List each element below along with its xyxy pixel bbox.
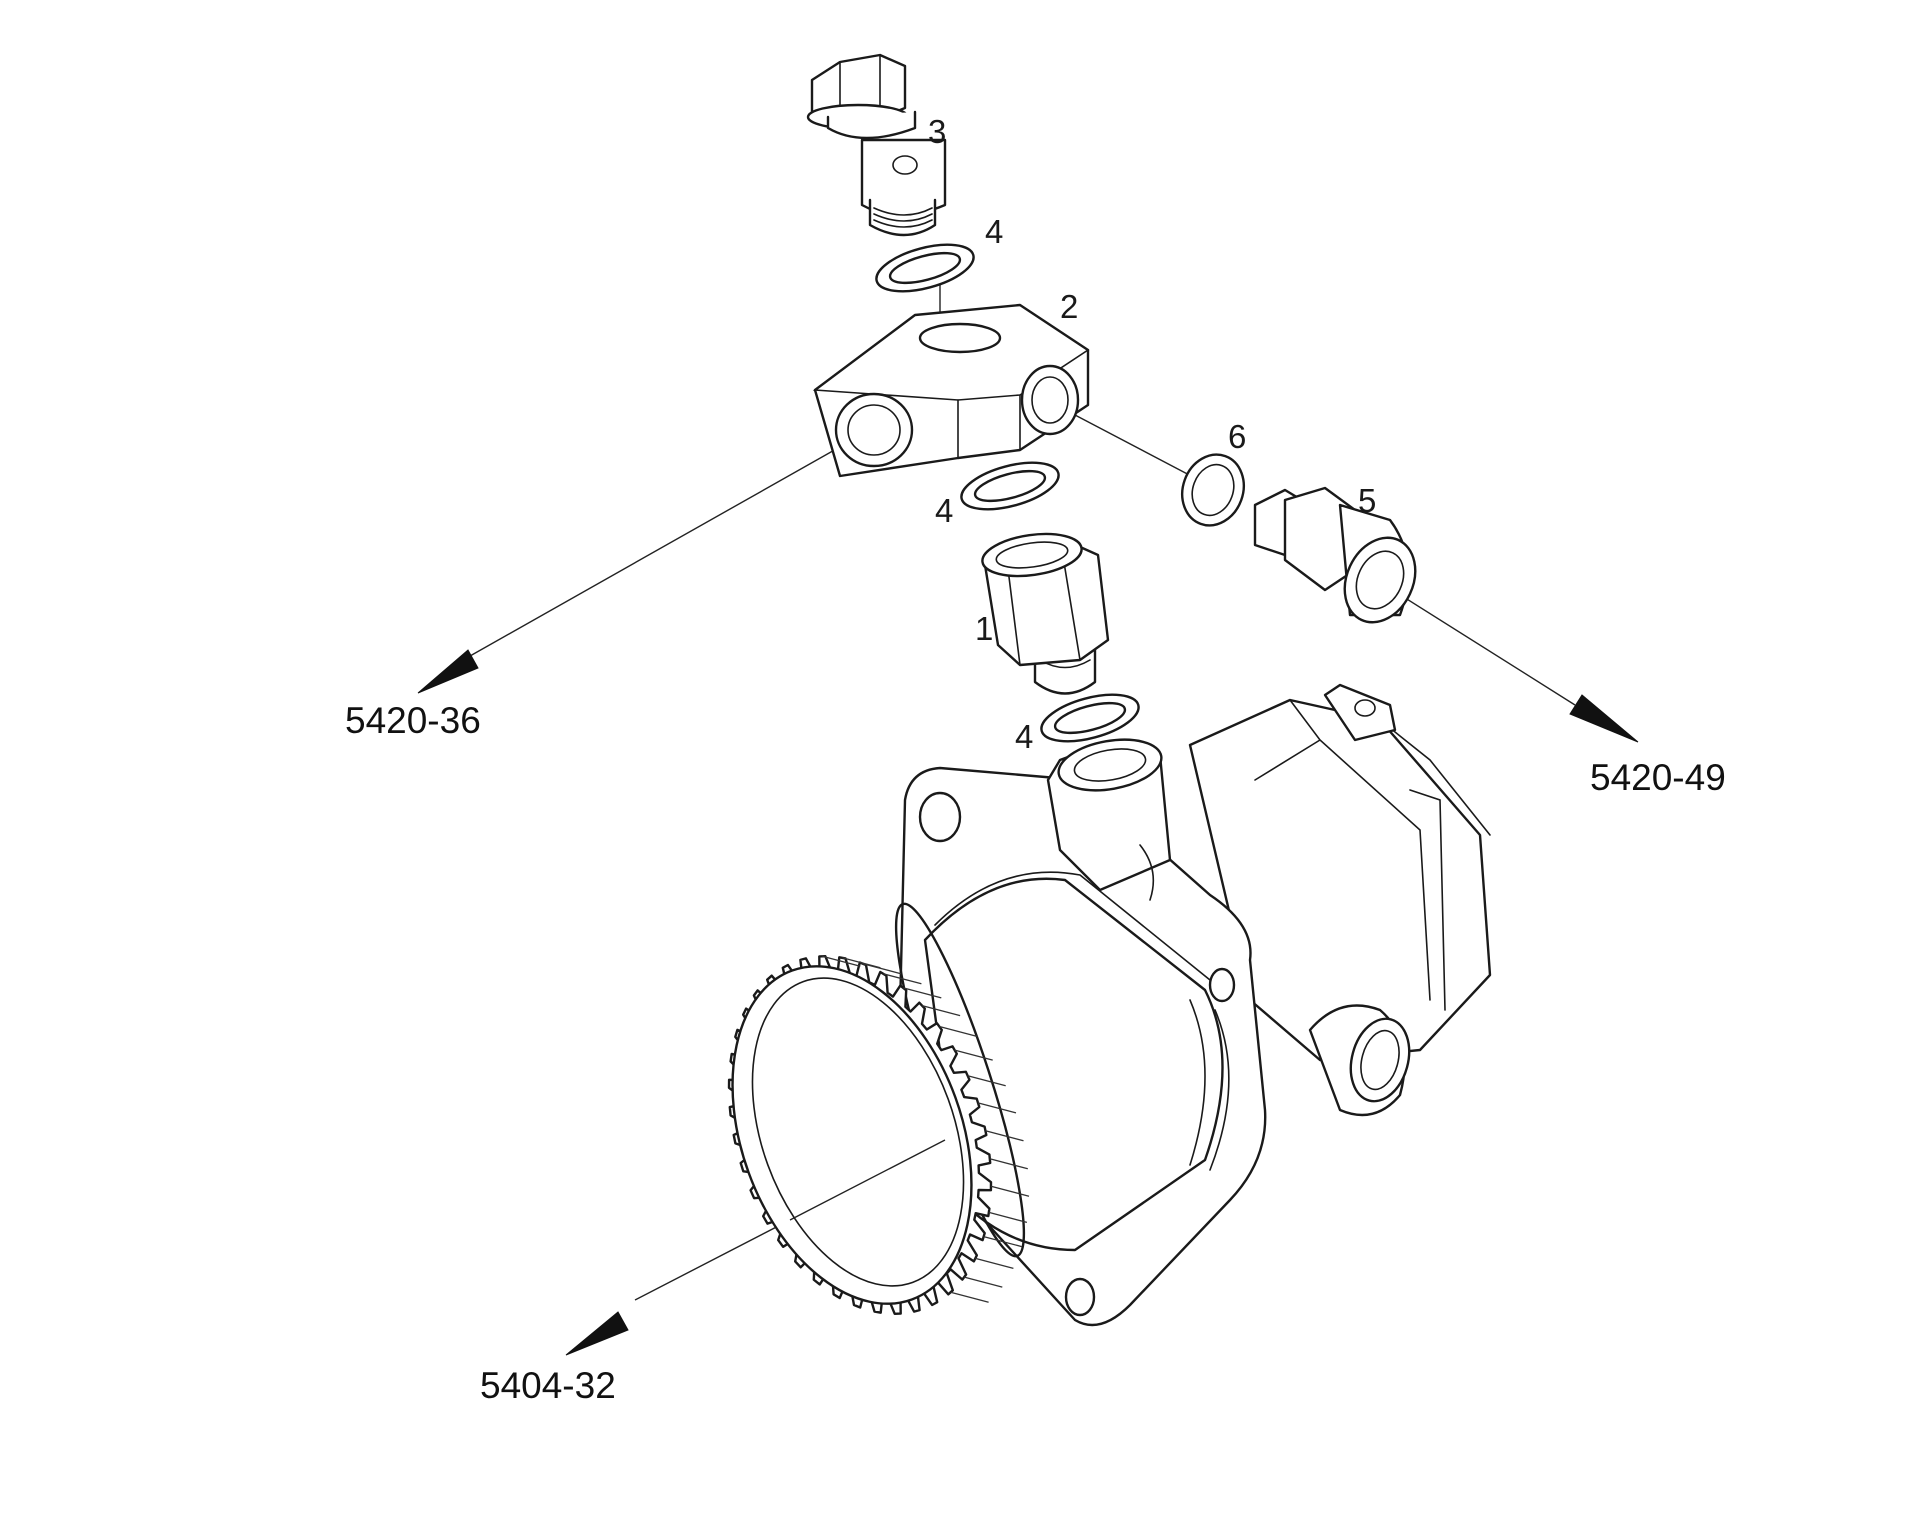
gear-tooth-face <box>990 1185 1030 1197</box>
callout-6: 6 <box>1228 418 1246 455</box>
arrowhead-5420-36 <box>417 649 479 694</box>
washer-middle-part-4 <box>960 461 1060 511</box>
reference-5420-36: 5420-36 <box>345 700 481 741</box>
gear-tooth-face <box>954 1049 993 1061</box>
gear-tooth-face <box>862 963 902 975</box>
banjo-bolt-part-3 <box>806 53 947 237</box>
callout-2: 2 <box>1060 288 1078 325</box>
reference-5420-49: 5420-49 <box>1590 757 1726 798</box>
gear-tooth-face <box>988 1211 1028 1224</box>
gear-tooth-face <box>822 955 861 967</box>
gear-tooth-face <box>985 1130 1024 1142</box>
washer-lower-part-4 <box>1040 693 1140 743</box>
gear-tooth-face <box>939 1025 978 1038</box>
gear-tooth-face <box>950 1291 989 1303</box>
callout-3: 3 <box>928 113 946 150</box>
gear-tooth-face <box>975 1257 1014 1270</box>
check-valve-part-5 <box>1253 486 1417 624</box>
callout-1: 1 <box>975 610 993 647</box>
leader-5404-32-bore <box>789 1139 946 1221</box>
callout-5: 5 <box>1358 482 1376 519</box>
gear-tooth-face <box>967 1075 1006 1087</box>
callout-4-lower: 4 <box>1015 718 1033 755</box>
gear-tooth-face <box>989 1158 1028 1170</box>
callout-4-middle: 4 <box>935 492 953 529</box>
gear-tooth-face <box>921 1004 961 1017</box>
gear-tooth-face <box>983 1235 1022 1248</box>
reference-5404-32: 5404-32 <box>480 1365 616 1406</box>
adapter-fitting-part-1 <box>981 532 1110 695</box>
washer-upper-part-4 <box>875 243 975 293</box>
gear-tooth-face <box>883 973 922 985</box>
elbow-fitting-part-2 <box>812 303 1090 478</box>
gear-tooth-face <box>903 987 942 999</box>
gear-tooth-face <box>977 1102 1017 1114</box>
sealing-ring-part-6 <box>1181 453 1245 527</box>
callout-4-upper: 4 <box>985 213 1003 250</box>
arrowhead-5404-32 <box>565 1311 629 1356</box>
arrowhead-5420-49 <box>1569 694 1639 743</box>
gear-tooth-face <box>964 1276 1003 1288</box>
